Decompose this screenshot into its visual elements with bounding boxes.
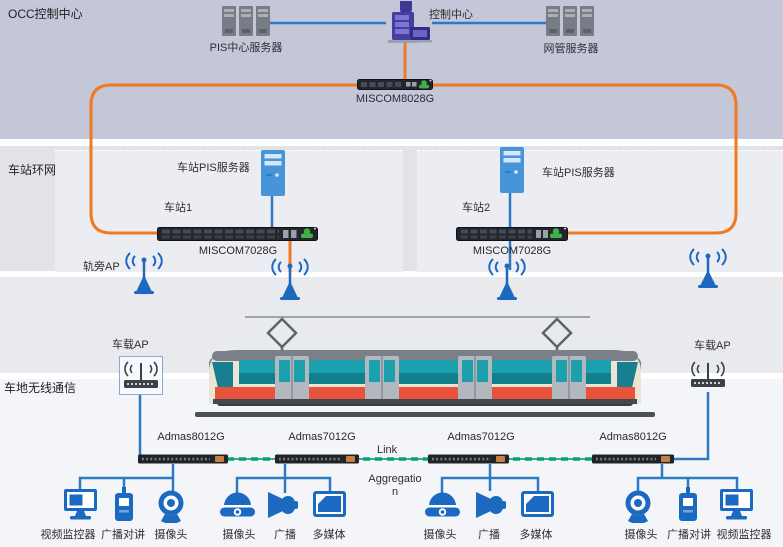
station2-switch-label: MISCOM7028G — [472, 245, 552, 257]
admas-switch-2-icon — [275, 454, 359, 464]
intercom-icon-1 — [112, 487, 136, 522]
pis-server-label: PIS中心服务器 — [209, 42, 283, 54]
dome-camera-icon-2 — [425, 492, 460, 519]
train-ground-section-label: 车地无线通信 — [4, 381, 77, 395]
device-label-g4-intercom: 广播对讲 — [667, 529, 711, 541]
aggregation-label: Aggregation — [368, 473, 422, 498]
trackside-ap-label: 轨旁AP — [83, 261, 120, 273]
link-label: Link — [377, 444, 398, 456]
device-label-g3-multimedia: 多媒体 — [519, 529, 553, 541]
camera-icon-1 — [155, 490, 187, 523]
station2-server-label: 车站PIS服务器 — [542, 167, 615, 179]
core-switch-label: MISCOM8028G — [355, 93, 435, 105]
link-apright-to-admas4 — [673, 392, 710, 461]
trackside-antenna-icon-3 — [487, 257, 527, 303]
onboard-ap-right-icon — [686, 360, 730, 392]
admas-switch-1-label: Admas8012G — [157, 431, 225, 443]
onboard-ap-right-label: 车载AP — [694, 340, 731, 352]
trackside-antenna-icon-4 — [688, 247, 728, 291]
station2-pis-server-icon — [500, 147, 524, 193]
bus-group4 — [636, 464, 739, 491]
bus-group3 — [440, 464, 540, 493]
device-label-g2-broadcast: 广播 — [274, 529, 296, 541]
onboard-ap-left-label: 车载AP — [112, 339, 149, 351]
device-label-g3-camera: 摄像头 — [423, 529, 457, 541]
trackside-antenna-icon-1 — [124, 251, 164, 297]
nms-server-label: 网管服务器 — [543, 43, 599, 55]
device-label-g1-intercom: 广播对讲 — [101, 529, 145, 541]
station1-server-label: 车站PIS服务器 — [177, 162, 250, 174]
ring-left — [89, 83, 358, 235]
pis-server-rack-icon — [222, 4, 270, 38]
control-center-icon — [386, 0, 432, 44]
admas-switch-1-icon — [138, 454, 228, 464]
multimedia-icon-1 — [313, 491, 346, 519]
video-monitor-icon-1 — [64, 489, 97, 520]
station-ring-section-label: 车站环网 — [8, 163, 57, 177]
device-label-g3-broadcast: 广播 — [478, 529, 500, 541]
station1-box — [55, 150, 403, 272]
trackside-antenna-icon-2 — [270, 257, 310, 303]
video-monitor-icon-2 — [720, 489, 753, 520]
admas-switch-2-label: Admas7012G — [288, 431, 356, 443]
train-illustration — [185, 296, 665, 421]
station2-box — [417, 150, 783, 272]
device-label-g1-monitor: 视频监控器 — [40, 529, 96, 541]
dome-camera-icon-1 — [220, 492, 255, 519]
device-label-g4-monitor: 视频监控器 — [716, 529, 772, 541]
admas-switch-4-label: Admas8012G — [599, 431, 667, 443]
station2-name: 车站2 — [462, 202, 491, 214]
device-label-g2-camera: 摄像头 — [222, 529, 256, 541]
ring-right — [432, 83, 738, 235]
broadcast-speaker-icon-2 — [474, 491, 507, 519]
broadcast-speaker-icon-1 — [266, 491, 299, 519]
station1-pis-server-icon — [261, 150, 285, 196]
control-center-label: 控制中心 — [429, 9, 473, 21]
device-label-g1-camera: 摄像头 — [154, 529, 188, 541]
core-switch-icon — [357, 78, 433, 91]
onboard-ap-left-icon — [119, 356, 163, 395]
station1-switch-icon — [157, 226, 318, 242]
station1-name: 车站1 — [164, 202, 193, 214]
multimedia-icon-2 — [521, 491, 554, 519]
device-label-g2-multimedia: 多媒体 — [312, 529, 346, 541]
occ-section-label: OCC控制中心 — [8, 7, 83, 21]
admas-switch-3-icon — [428, 454, 509, 464]
bus-group1 — [78, 464, 175, 491]
intercom-icon-2 — [676, 487, 700, 522]
station2-switch-icon — [456, 226, 568, 242]
occ-band — [0, 0, 783, 139]
nms-server-rack-icon — [546, 4, 594, 38]
admas-switch-4-icon — [592, 454, 674, 464]
device-label-g4-camera: 摄像头 — [624, 529, 658, 541]
station1-switch-label: MISCOM7028G — [198, 245, 278, 257]
camera-icon-2 — [622, 490, 654, 523]
admas-switch-3-label: Admas7012G — [447, 431, 515, 443]
bus-group2 — [235, 464, 332, 493]
